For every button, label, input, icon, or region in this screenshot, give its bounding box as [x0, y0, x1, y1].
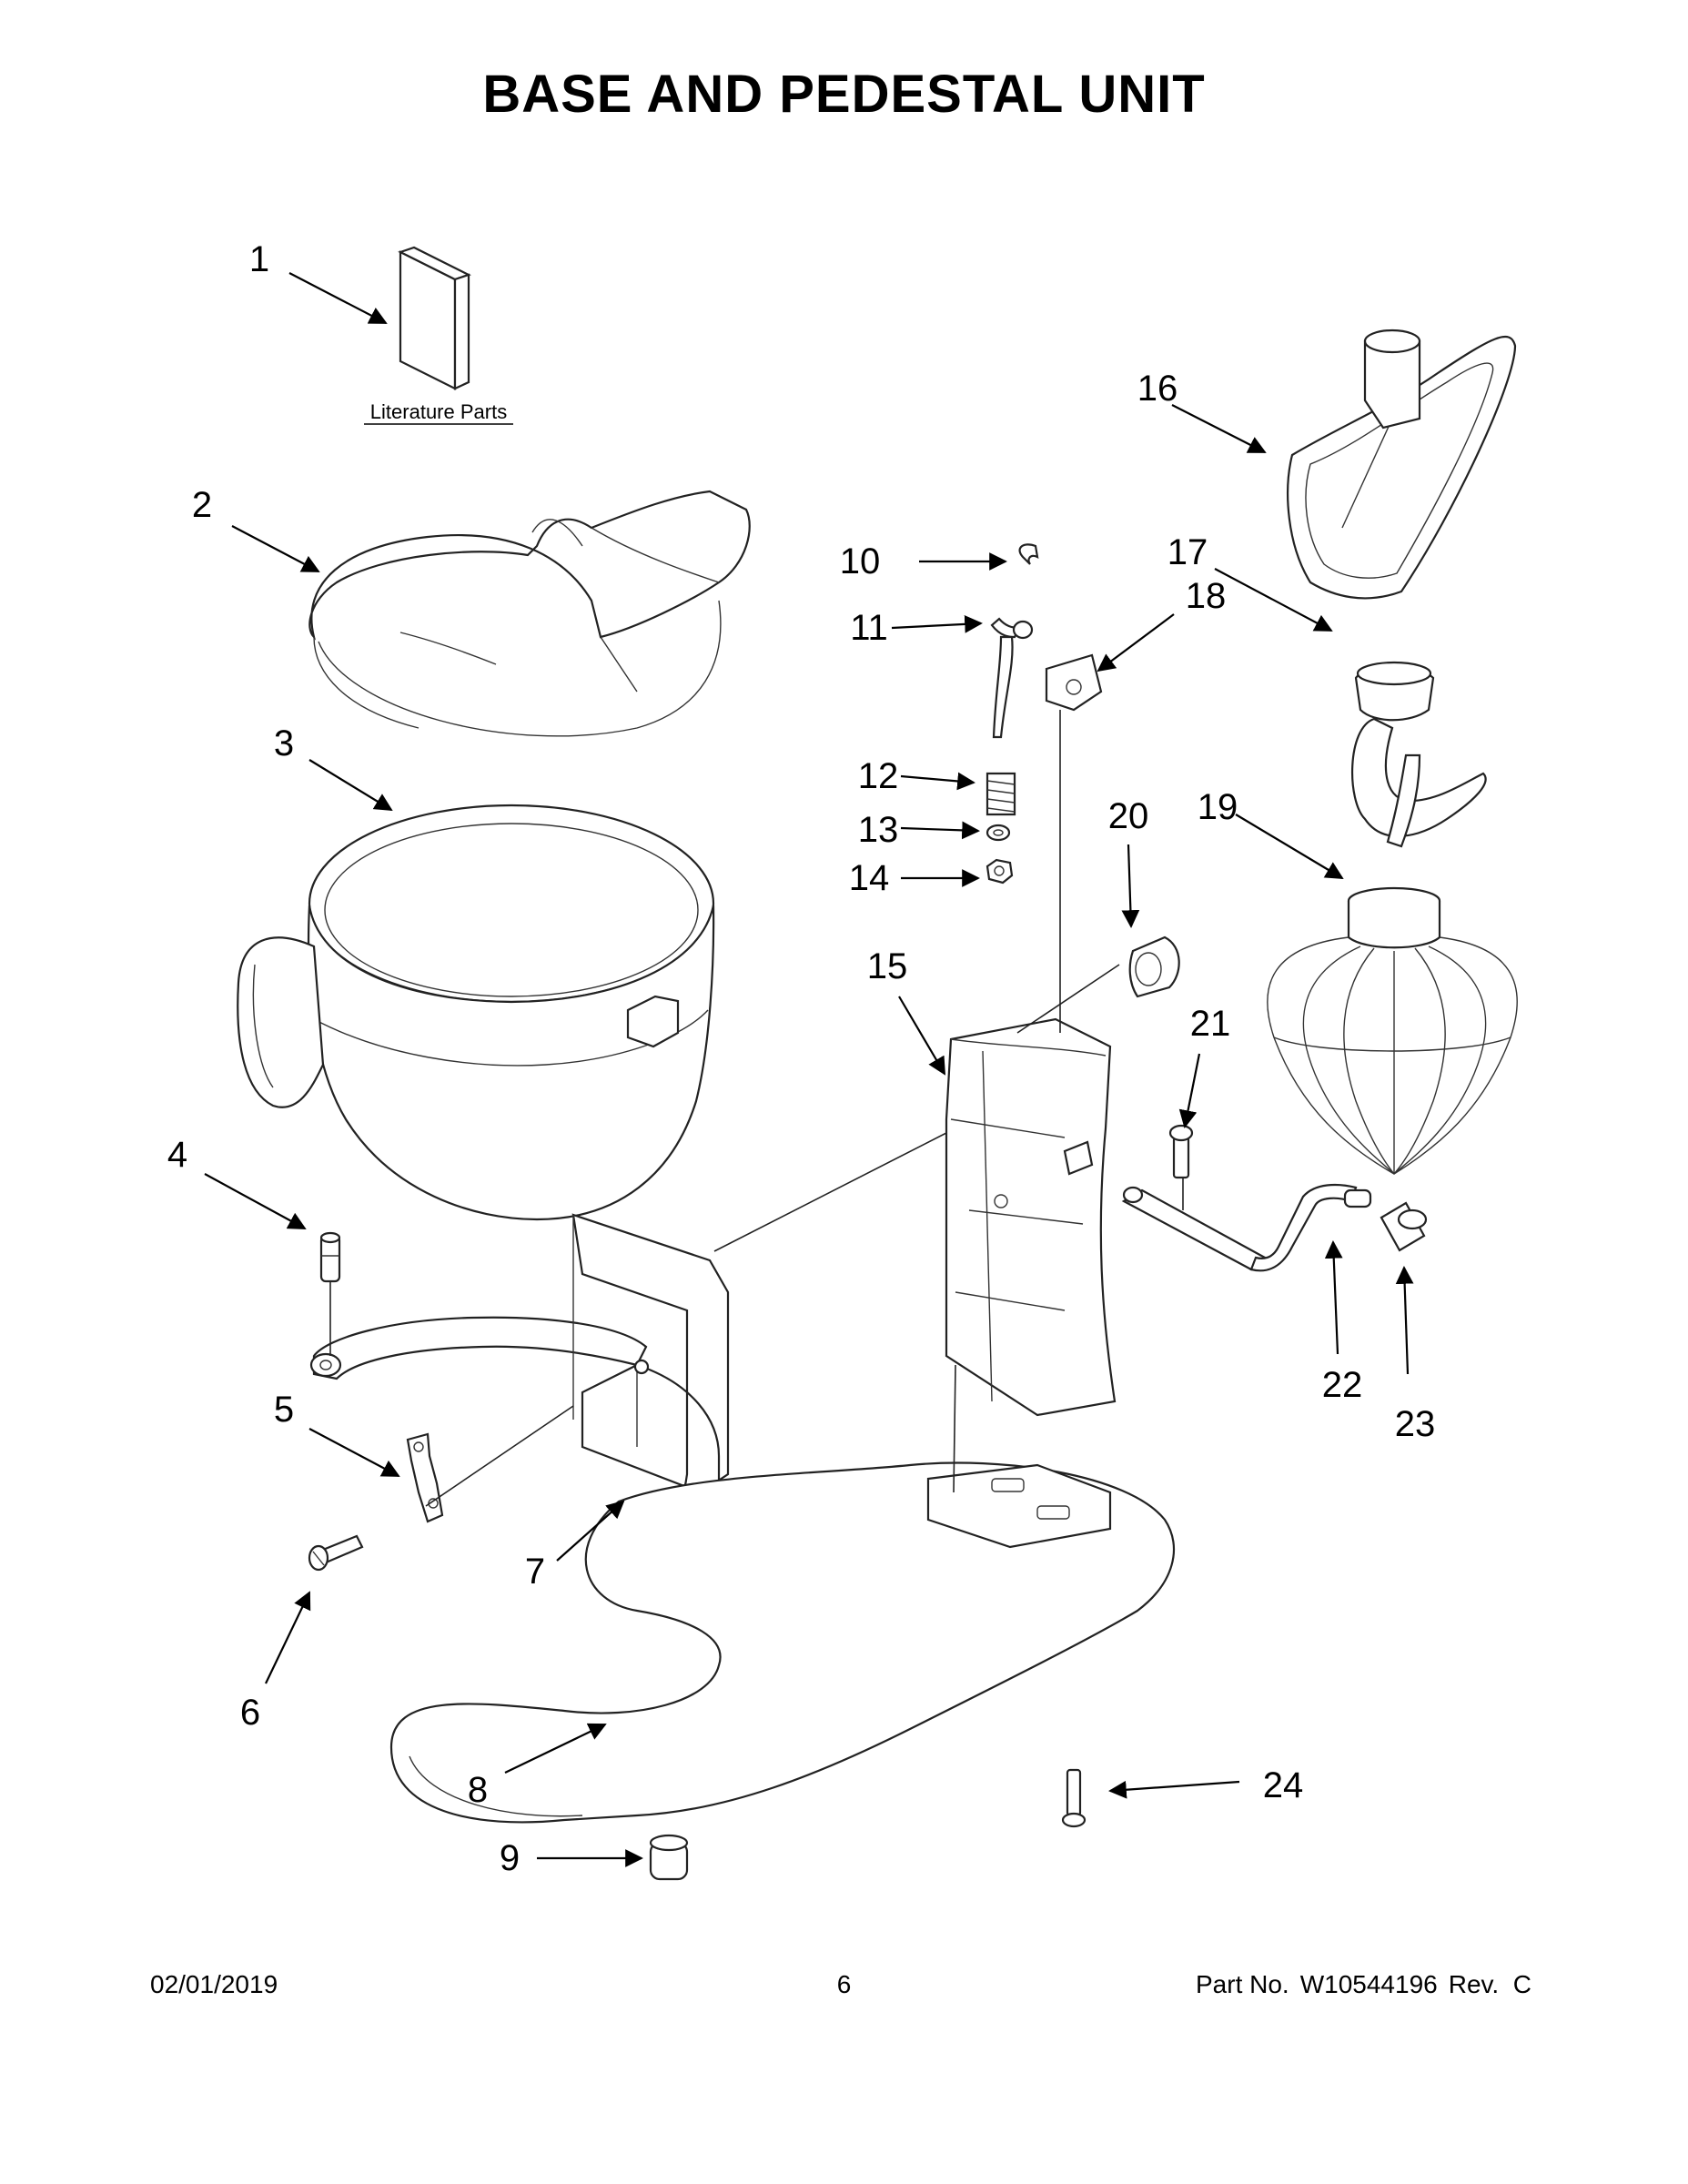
wire-whip [1267, 886, 1518, 1175]
pouring-shield [308, 490, 751, 737]
callout-18: 18 [1186, 576, 1227, 616]
hex-nut [986, 858, 1014, 885]
callout-13: 13 [858, 810, 899, 850]
bowl-clip [406, 1432, 444, 1523]
bowl-lift-handle [1121, 1183, 1372, 1272]
callout-17: 17 [1167, 532, 1208, 572]
literature-parts-label: Literature Parts [370, 400, 507, 423]
retaining-ring [1018, 543, 1039, 565]
screw-6 [308, 1534, 364, 1572]
literature-parts-sheet [364, 246, 513, 425]
washer [986, 824, 1011, 842]
bowl-lift-arm [309, 1316, 648, 1380]
revision: Rev. C [1448, 1970, 1531, 1998]
callout-19: 19 [1198, 787, 1238, 827]
callout-22: 22 [1322, 1365, 1363, 1405]
callout-9: 9 [500, 1838, 520, 1878]
callout-4: 4 [167, 1135, 187, 1175]
part-label: Part No. [1196, 1970, 1289, 1998]
callout-12: 12 [858, 756, 899, 796]
callout-6: 6 [240, 1693, 260, 1733]
screw-24 [1061, 1768, 1087, 1828]
rubber-foot [649, 1834, 689, 1881]
lever-bracket [1045, 653, 1103, 712]
callout-14: 14 [849, 858, 890, 898]
callout-1: 1 [249, 239, 269, 279]
dough-hook [1351, 661, 1487, 848]
callout-11: 11 [850, 608, 888, 648]
callout-10: 10 [840, 541, 881, 581]
callout-23: 23 [1395, 1404, 1436, 1444]
callout-16: 16 [1137, 369, 1178, 409]
callout-labels: 1 2 3 4 5 6 7 8 9 10 11 12 13 14 15 16 1… [167, 239, 1435, 1878]
footer-part-number: Part No. W10544196 Rev. C [1185, 1970, 1531, 1999]
callout-24: 24 [1263, 1765, 1304, 1805]
bowl-support-pin [319, 1231, 341, 1283]
callout-15: 15 [867, 946, 908, 986]
pedestal-column [945, 1017, 1117, 1417]
spring [986, 772, 1016, 816]
callout-5: 5 [274, 1390, 294, 1430]
footer-date: 02/01/2019 [150, 1970, 278, 1998]
callout-8: 8 [468, 1770, 488, 1810]
bowl-lift-rod [990, 617, 1034, 739]
callout-2: 2 [192, 485, 212, 525]
mixer-base [389, 1461, 1176, 1824]
part-number: W10544196 [1299, 1970, 1438, 1998]
callout-3: 3 [274, 723, 294, 763]
screw-21 [1168, 1124, 1194, 1179]
handle-grip [1380, 1201, 1428, 1252]
flat-beater [1287, 329, 1517, 600]
callout-arrows [204, 272, 1414, 1867]
callout-20: 20 [1108, 796, 1149, 836]
mixing-bowl [237, 804, 715, 1221]
lift-knob [1128, 935, 1180, 998]
assembly-leader-lines [329, 710, 1184, 1507]
footer-page-number: 6 [836, 1970, 852, 1998]
page-title: BASE AND PEDESTAL UNIT [482, 65, 1206, 124]
callout-21: 21 [1190, 1004, 1231, 1044]
callout-7: 7 [525, 1552, 545, 1592]
